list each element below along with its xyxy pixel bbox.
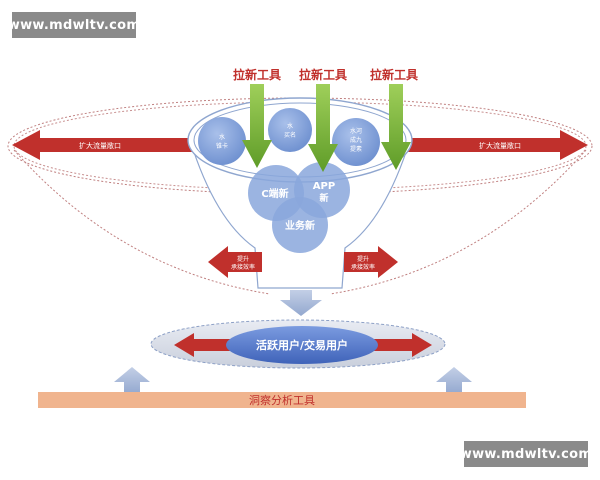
left-expand-arrow-label: 扩大流量敞口 [79,141,121,150]
insight-tools-label: 洞察分析工具 [249,393,315,407]
venn-business-label: 业务新 [285,219,315,232]
small-circle-2: 水 买名 [268,108,312,152]
venn-app-label: APP [313,181,335,192]
outer-funnel-right [329,149,587,295]
active-users-ellipse [226,326,378,364]
up-arrow-right [436,367,472,394]
svg-text:提素: 提素 [350,145,362,153]
tool-arrow-1 [242,84,272,168]
tool-label-3: 拉新工具 [370,67,418,82]
tool-arrow-2 [308,84,338,172]
tool-label-1: 拉新工具 [233,67,281,82]
svg-text:提升: 提升 [357,255,369,263]
svg-text:买名: 买名 [284,131,296,139]
right-expand-arrow-label: 扩大流量敞口 [479,141,521,150]
insight-tools-bar [38,392,526,408]
small-circle-1: 水 锥卡 [198,117,246,165]
watermark-bottom: www.mdwltv.com [460,441,592,467]
left-expand-arrow [12,130,200,160]
left-efficiency-arrow [208,246,262,278]
down-arrow [280,290,322,316]
svg-text:水: 水 [219,133,225,141]
right-efficiency-arrow [344,246,398,278]
disc-left-arrow [174,333,232,357]
venn-app-label-2: 新 [319,192,328,204]
svg-text:承接效率: 承接效率 [351,263,375,271]
outer-ellipse-1 [7,97,593,195]
svg-text:成九: 成九 [350,136,362,144]
venn-diagram: C端新 APP 新 业务新 [248,162,350,253]
small-circle-3: 水河 成九 提素 [332,118,380,166]
svg-text:提升: 提升 [237,255,249,263]
svg-text:承接效率: 承接效率 [231,263,255,271]
watermark-top: www.mdwltv.com [8,12,140,38]
tool-arrow-3 [381,84,411,170]
svg-text:锥卡: 锥卡 [216,142,228,150]
outer-funnel-left [13,149,271,295]
active-users-label: 活跃用户/交易用户 [256,338,348,352]
venn-c-label: C端新 [261,187,288,200]
right-expand-arrow [400,130,588,160]
tool-label-2: 拉新工具 [299,67,347,82]
disc-right-arrow [372,333,432,357]
svg-text:水河: 水河 [350,127,362,135]
up-arrow-left [114,367,150,394]
svg-text:水: 水 [287,122,293,130]
